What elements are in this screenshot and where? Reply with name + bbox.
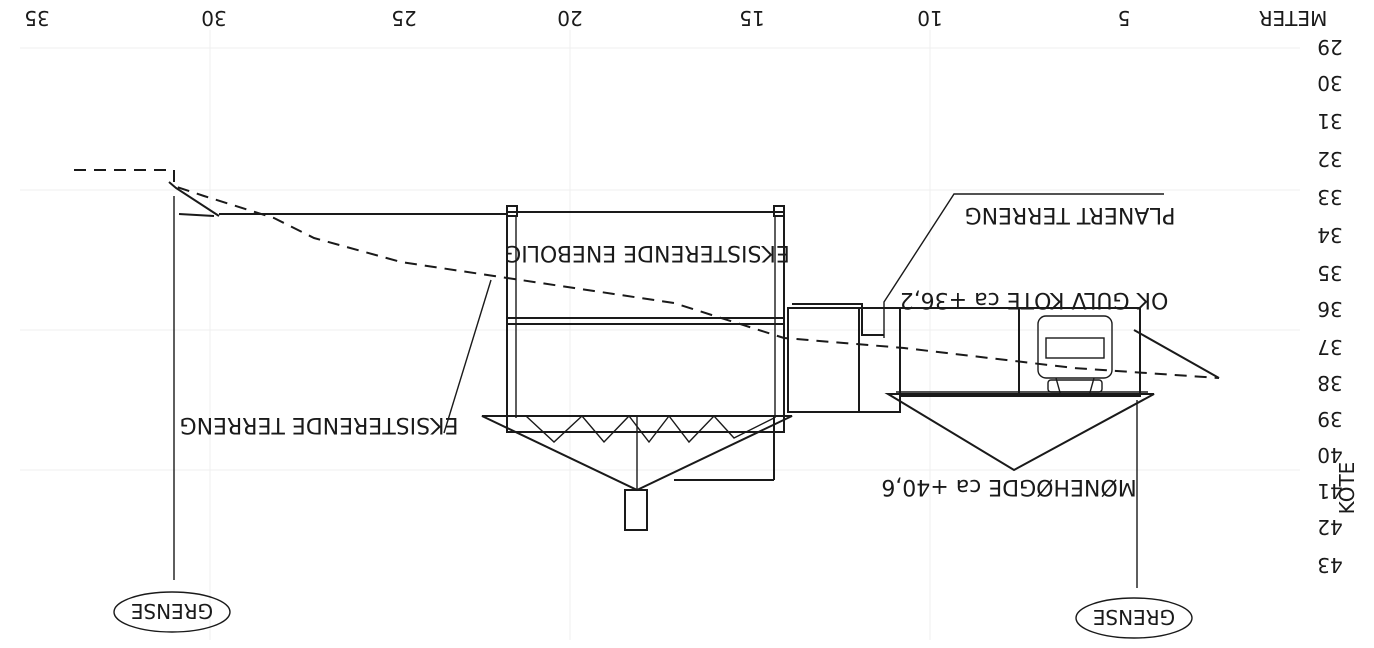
garage-annex	[787, 307, 1155, 472]
meter-tick-10: 10	[917, 6, 942, 30]
kote-tick-42: 42	[1317, 515, 1342, 539]
kote-tick-40: 40	[1317, 443, 1342, 467]
kote-tick-31: 31	[1317, 109, 1342, 133]
monehogde-label: MØNEHØGDE ca +40,6	[881, 474, 1136, 499]
leader-lines	[173, 193, 1164, 588]
kote-tick-37: 37	[1317, 335, 1342, 359]
kote-tick-41: 41	[1317, 479, 1342, 503]
kote-tick-39: 39	[1317, 407, 1342, 431]
planert-terreng-line	[168, 181, 1220, 379]
ok-gulv-kote-label: OK GULV KOTE ca +36,2	[900, 287, 1169, 312]
kote-tick-32: 32	[1317, 147, 1342, 171]
background-grid	[20, 30, 1300, 640]
kote-tick-29: 29	[1317, 35, 1342, 59]
meter-axis: METER 5 10 15 20 25 30 35	[24, 6, 1327, 30]
meter-tick-35: 35	[24, 6, 49, 30]
kote-axis-label: KOTE	[1335, 462, 1359, 515]
grense-marker-left: GRENSE	[113, 591, 231, 633]
meter-tick-20: 20	[557, 6, 582, 30]
meter-tick-30: 30	[201, 6, 226, 30]
kote-tick-43: 43	[1317, 553, 1342, 577]
kote-axis: KOTE 29 30 31 32 33 34 35 36 37 38 39 40…	[1317, 35, 1359, 577]
car-icon	[1037, 315, 1113, 397]
meter-tick-25: 25	[391, 6, 416, 30]
grense-left-label: GRENSE	[131, 599, 213, 623]
eksisterende-enebolig-label: EKSISTERENDE ENEBOLIG	[504, 240, 790, 265]
kote-tick-35: 35	[1317, 261, 1342, 285]
kote-tick-38: 38	[1317, 371, 1342, 395]
planert-terreng-label: PLANERT TERRENG	[965, 202, 1176, 227]
kote-tick-30: 30	[1317, 71, 1342, 95]
kote-tick-36: 36	[1317, 297, 1342, 321]
kote-tick-33: 33	[1317, 185, 1342, 209]
meter-tick-15: 15	[739, 6, 764, 30]
meter-axis-label: METER	[1259, 6, 1328, 30]
eksisterende-enebolig-house	[481, 205, 793, 531]
kote-tick-34: 34	[1317, 223, 1342, 247]
grense-right-label: GRENSE	[1093, 605, 1175, 629]
eksisterende-terreng-label: EKSISTERENDE TERRENG	[180, 412, 459, 437]
eksisterende-terreng-line	[74, 169, 1220, 379]
meter-tick-5: 5	[1118, 6, 1131, 30]
grense-marker-right: GRENSE	[1075, 597, 1193, 639]
